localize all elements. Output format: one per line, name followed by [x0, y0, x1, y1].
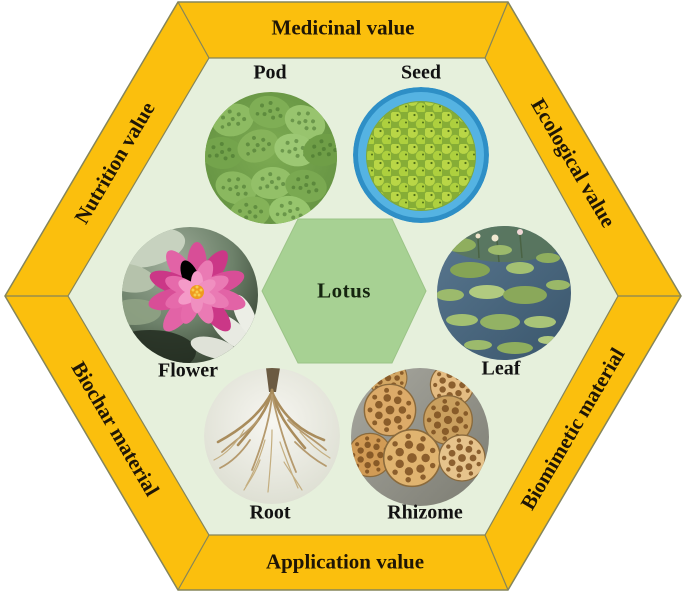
pod-label: Pod	[253, 61, 287, 84]
root-label: Root	[249, 501, 291, 524]
rhizome-label: Rhizome	[387, 501, 463, 524]
flower-label: Flower	[158, 359, 218, 382]
rhizome-photo	[351, 368, 489, 506]
center-label: Lotus	[317, 278, 371, 303]
seed-photo	[353, 87, 489, 223]
root-photo	[204, 368, 340, 504]
band-label-medicinal-value: Medicinal value	[271, 15, 415, 40]
pod-photo	[205, 92, 337, 224]
leaf-label: Leaf	[481, 357, 521, 380]
band-seam-lines	[5, 1, 681, 591]
center-hexagon	[261, 218, 427, 364]
seed-label: Seed	[401, 61, 441, 84]
band-label-application-value: Application value	[265, 549, 425, 574]
